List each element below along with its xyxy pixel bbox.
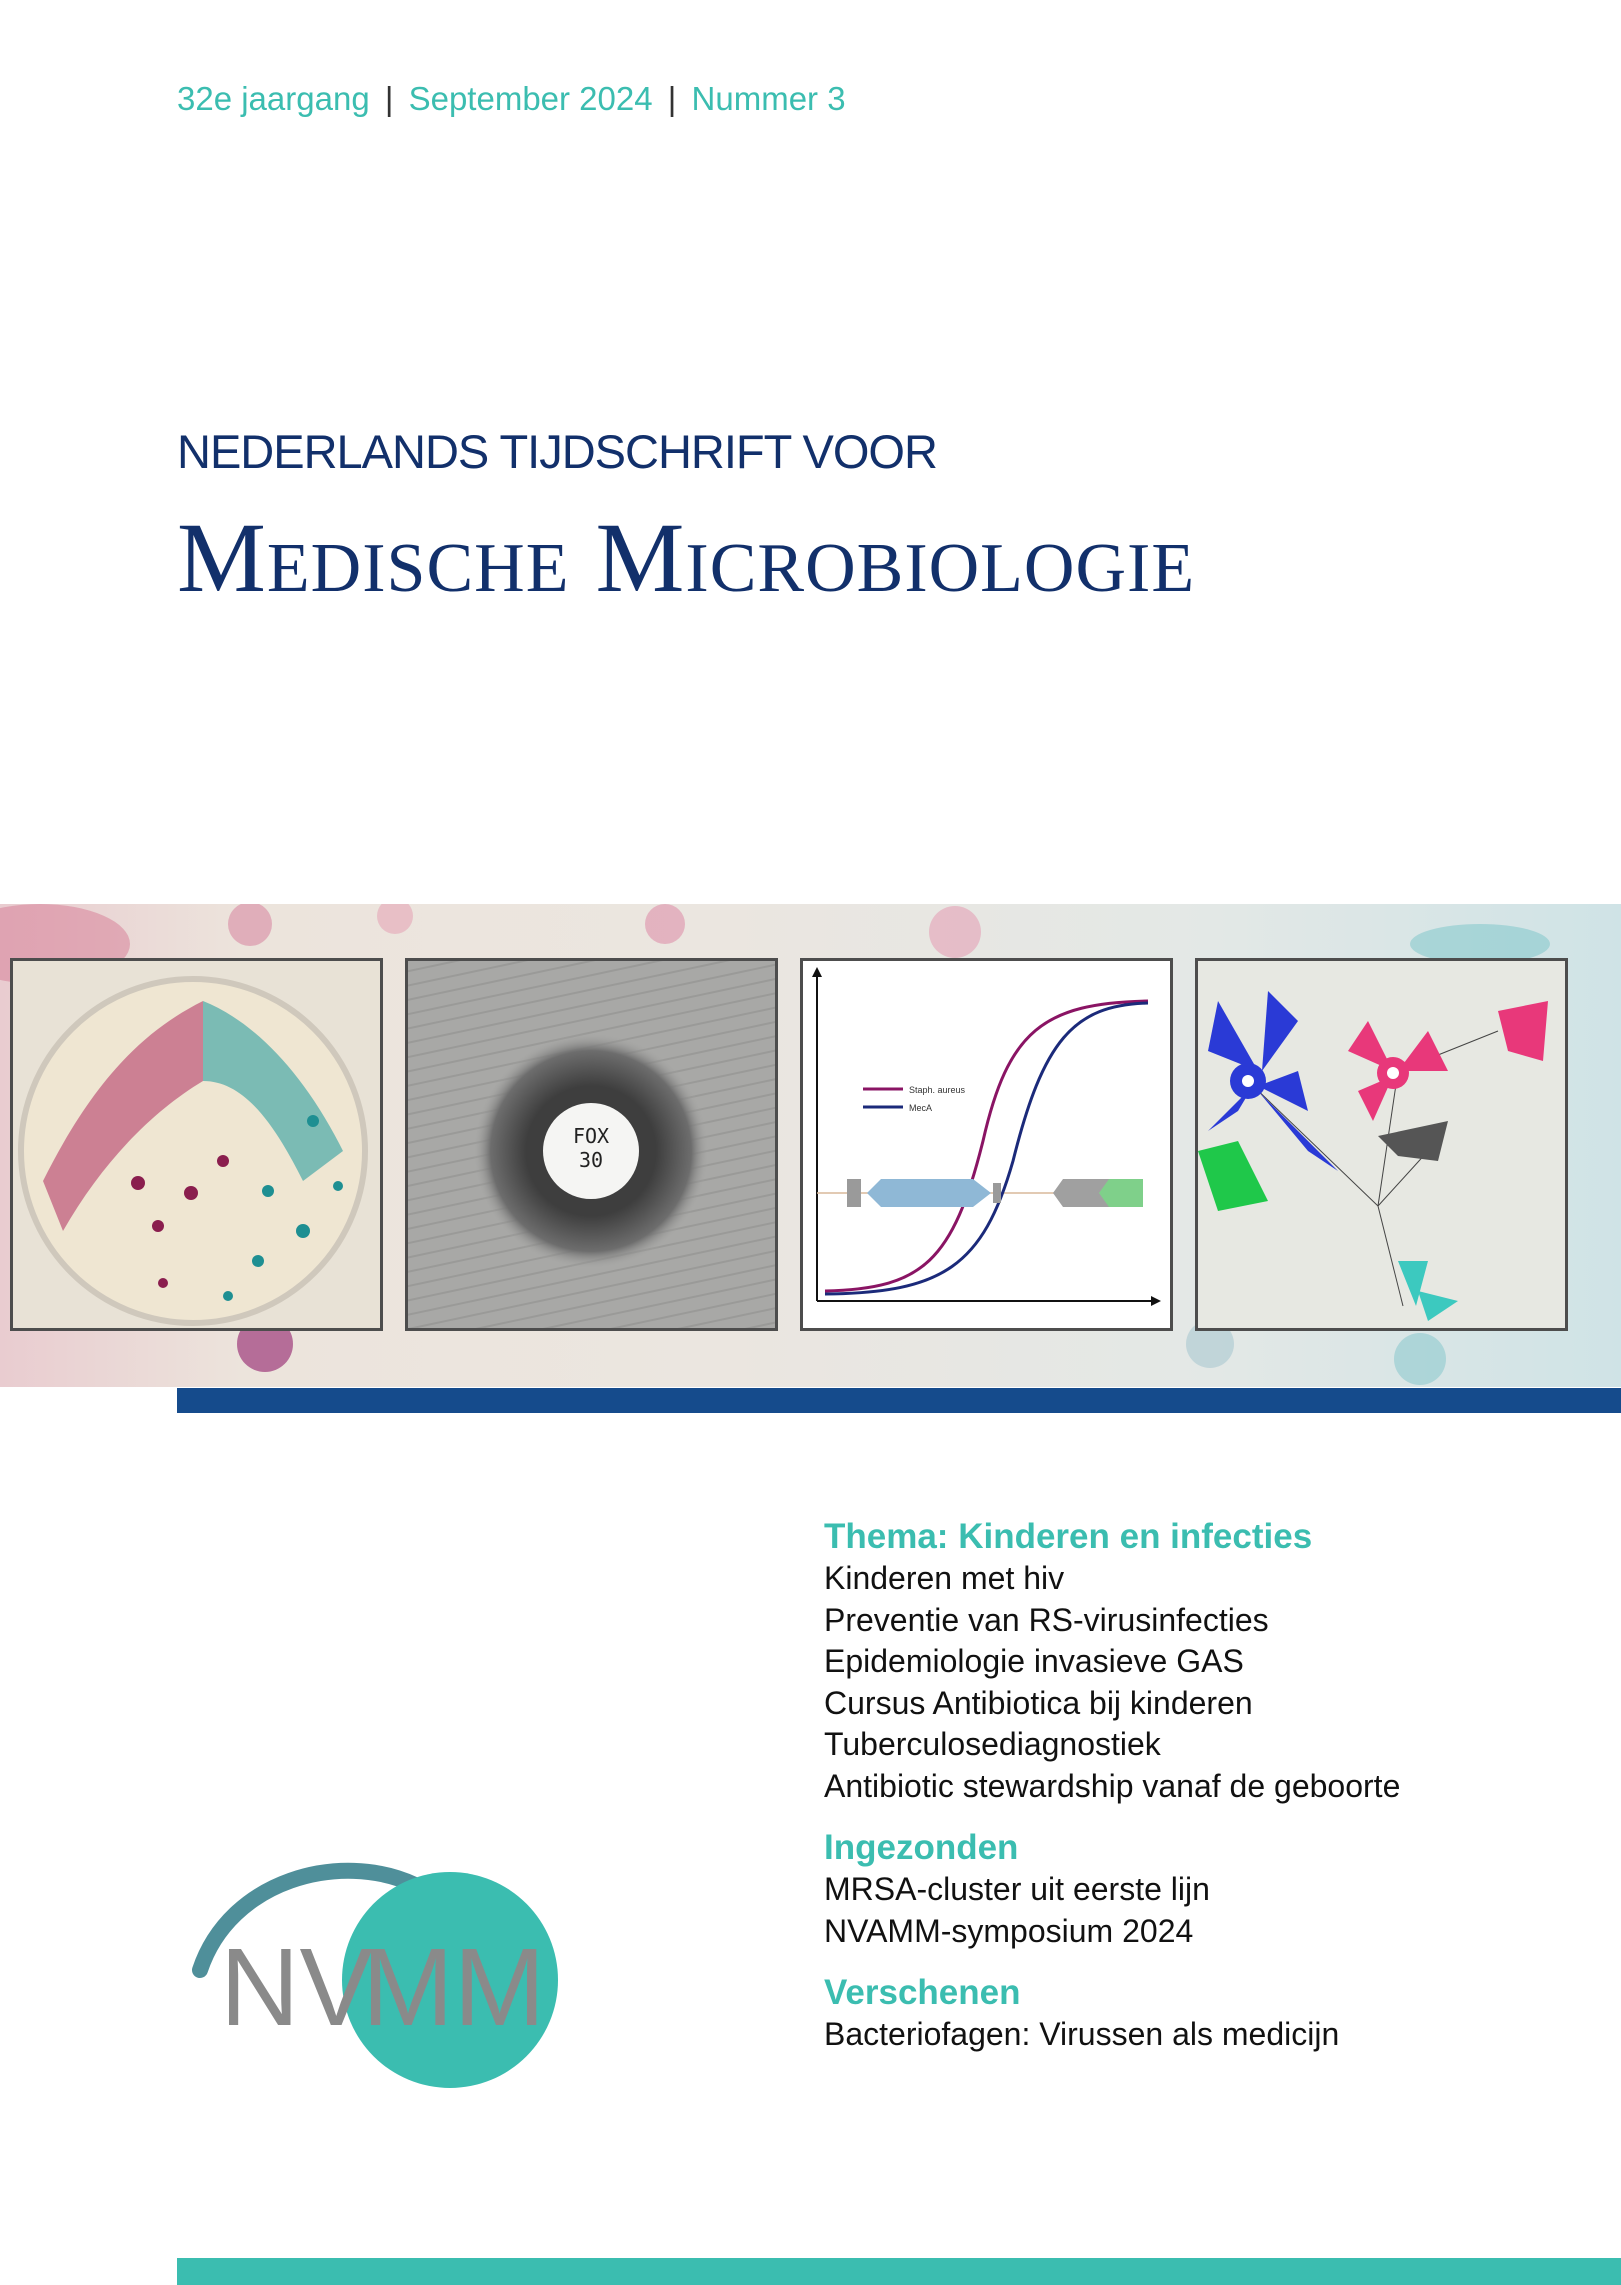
logo-text-mm: MM [362, 1926, 545, 2049]
section-submitted: Ingezonden MRSA-cluster uit eerste lijn … [824, 1827, 1604, 1952]
issue-number: Nummer 3 [691, 80, 846, 117]
panel-curves: Staph. aureus MecA [800, 958, 1173, 1331]
legend-label-meca: MecA [909, 1103, 932, 1113]
table-of-contents: Thema: Kinderen en infecties Kinderen me… [824, 1516, 1604, 2076]
list-item: Preventie van RS-virusinfecties [824, 1601, 1269, 1638]
list-item: NVAMM-symposium 2024 [824, 1912, 1194, 1949]
list-item: Cursus Antibiotica bij kinderen [824, 1684, 1253, 1721]
banner-underline-bar [177, 1388, 1621, 1413]
disc-diffusion-image: FOX 30 [408, 961, 775, 1328]
issue-line: 32e jaargang | September 2024 | Nummer 3 [177, 80, 846, 118]
logo-text-nv: NV [220, 1926, 373, 2049]
panel-culture-plate [10, 958, 383, 1331]
legend-label-staph: Staph. aureus [909, 1085, 966, 1095]
nvmm-logo: NV MM [192, 1862, 558, 2088]
disc-label-line2: 30 [579, 1148, 603, 1172]
section-heading: Verschenen [824, 1973, 1021, 2012]
separator: | [667, 80, 677, 117]
list-item: Tuberculosediagnostiek [824, 1726, 1161, 1762]
section-heading: Ingezonden [824, 1828, 1019, 1867]
panel-disc-diffusion: FOX 30 [405, 958, 778, 1331]
separator: | [384, 80, 394, 117]
network-image [1198, 961, 1565, 1328]
list-item: MRSA-cluster uit eerste lijn [824, 1871, 1210, 1907]
issue-date: September 2024 [408, 80, 653, 117]
culture-plate-image [13, 961, 380, 1328]
footer-bar [177, 2258, 1621, 2285]
disc-label-line1: FOX [573, 1124, 609, 1148]
journal-subtitle: NEDERLANDS TIJDSCHRIFT VOOR [177, 425, 938, 478]
section-heading: Thema: Kinderen en infecties [824, 1517, 1313, 1556]
list-item: Epidemiologie invasieve GAS [824, 1643, 1244, 1679]
volume-label: 32e jaargang [177, 80, 370, 117]
section-published: Verschenen Bacteriofagen: Virussen als m… [824, 1972, 1604, 2056]
journal-title: Medische Microbiologie [177, 502, 1196, 613]
list-item: Bacteriofagen: Virussen als medicijn [824, 2016, 1340, 2052]
list-item: Kinderen met hiv [824, 1560, 1065, 1596]
curves-image: Staph. aureus MecA [803, 961, 1170, 1328]
section-theme: Thema: Kinderen en infecties Kinderen me… [824, 1516, 1604, 1807]
cover-banner: FOX 30 Staph. aureus MecA [0, 904, 1621, 1387]
list-item: Antibiotic stewardship vanaf de geboorte [824, 1767, 1401, 1804]
panel-network [1195, 958, 1568, 1331]
